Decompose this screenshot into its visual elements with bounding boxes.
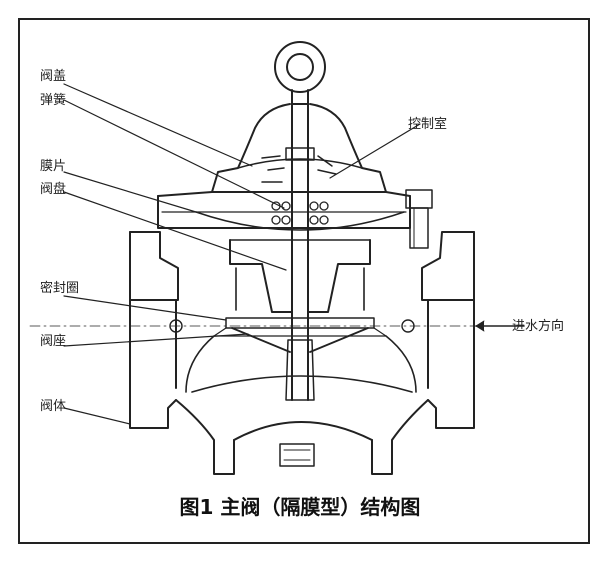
label-disc: 阀盘 xyxy=(40,181,66,197)
label-spring: 弹簧 xyxy=(40,92,66,108)
inlet-arrow xyxy=(475,320,525,332)
bonnet-fittings xyxy=(261,155,337,183)
valve-disc xyxy=(229,239,371,313)
label-body: 阀体 xyxy=(40,399,66,414)
bolt-holes xyxy=(29,319,505,333)
label-diaphragm: 膜片 xyxy=(40,159,66,174)
label-seal-ring: 密封圈 xyxy=(40,280,79,296)
leader-lines xyxy=(63,83,421,425)
figure-caption: 图1 主阀（隔膜型）结构图 xyxy=(180,495,421,519)
diagram-frame xyxy=(18,18,590,544)
spring xyxy=(271,201,329,225)
diaphragm-flange xyxy=(157,191,411,231)
bonnet-dome xyxy=(211,103,387,193)
label-bonnet: 阀盖 xyxy=(40,69,66,84)
drain-plug xyxy=(279,443,315,467)
lifting-ring xyxy=(274,41,326,105)
label-control-chamber: 控制室 xyxy=(408,116,447,132)
valve-body xyxy=(129,231,475,475)
label-seat: 阀座 xyxy=(40,334,66,349)
valve-seat xyxy=(213,317,387,353)
flange-bolt xyxy=(405,189,433,249)
label-inlet-direction: 进水方向 xyxy=(512,318,564,334)
valve-stem xyxy=(285,103,315,401)
